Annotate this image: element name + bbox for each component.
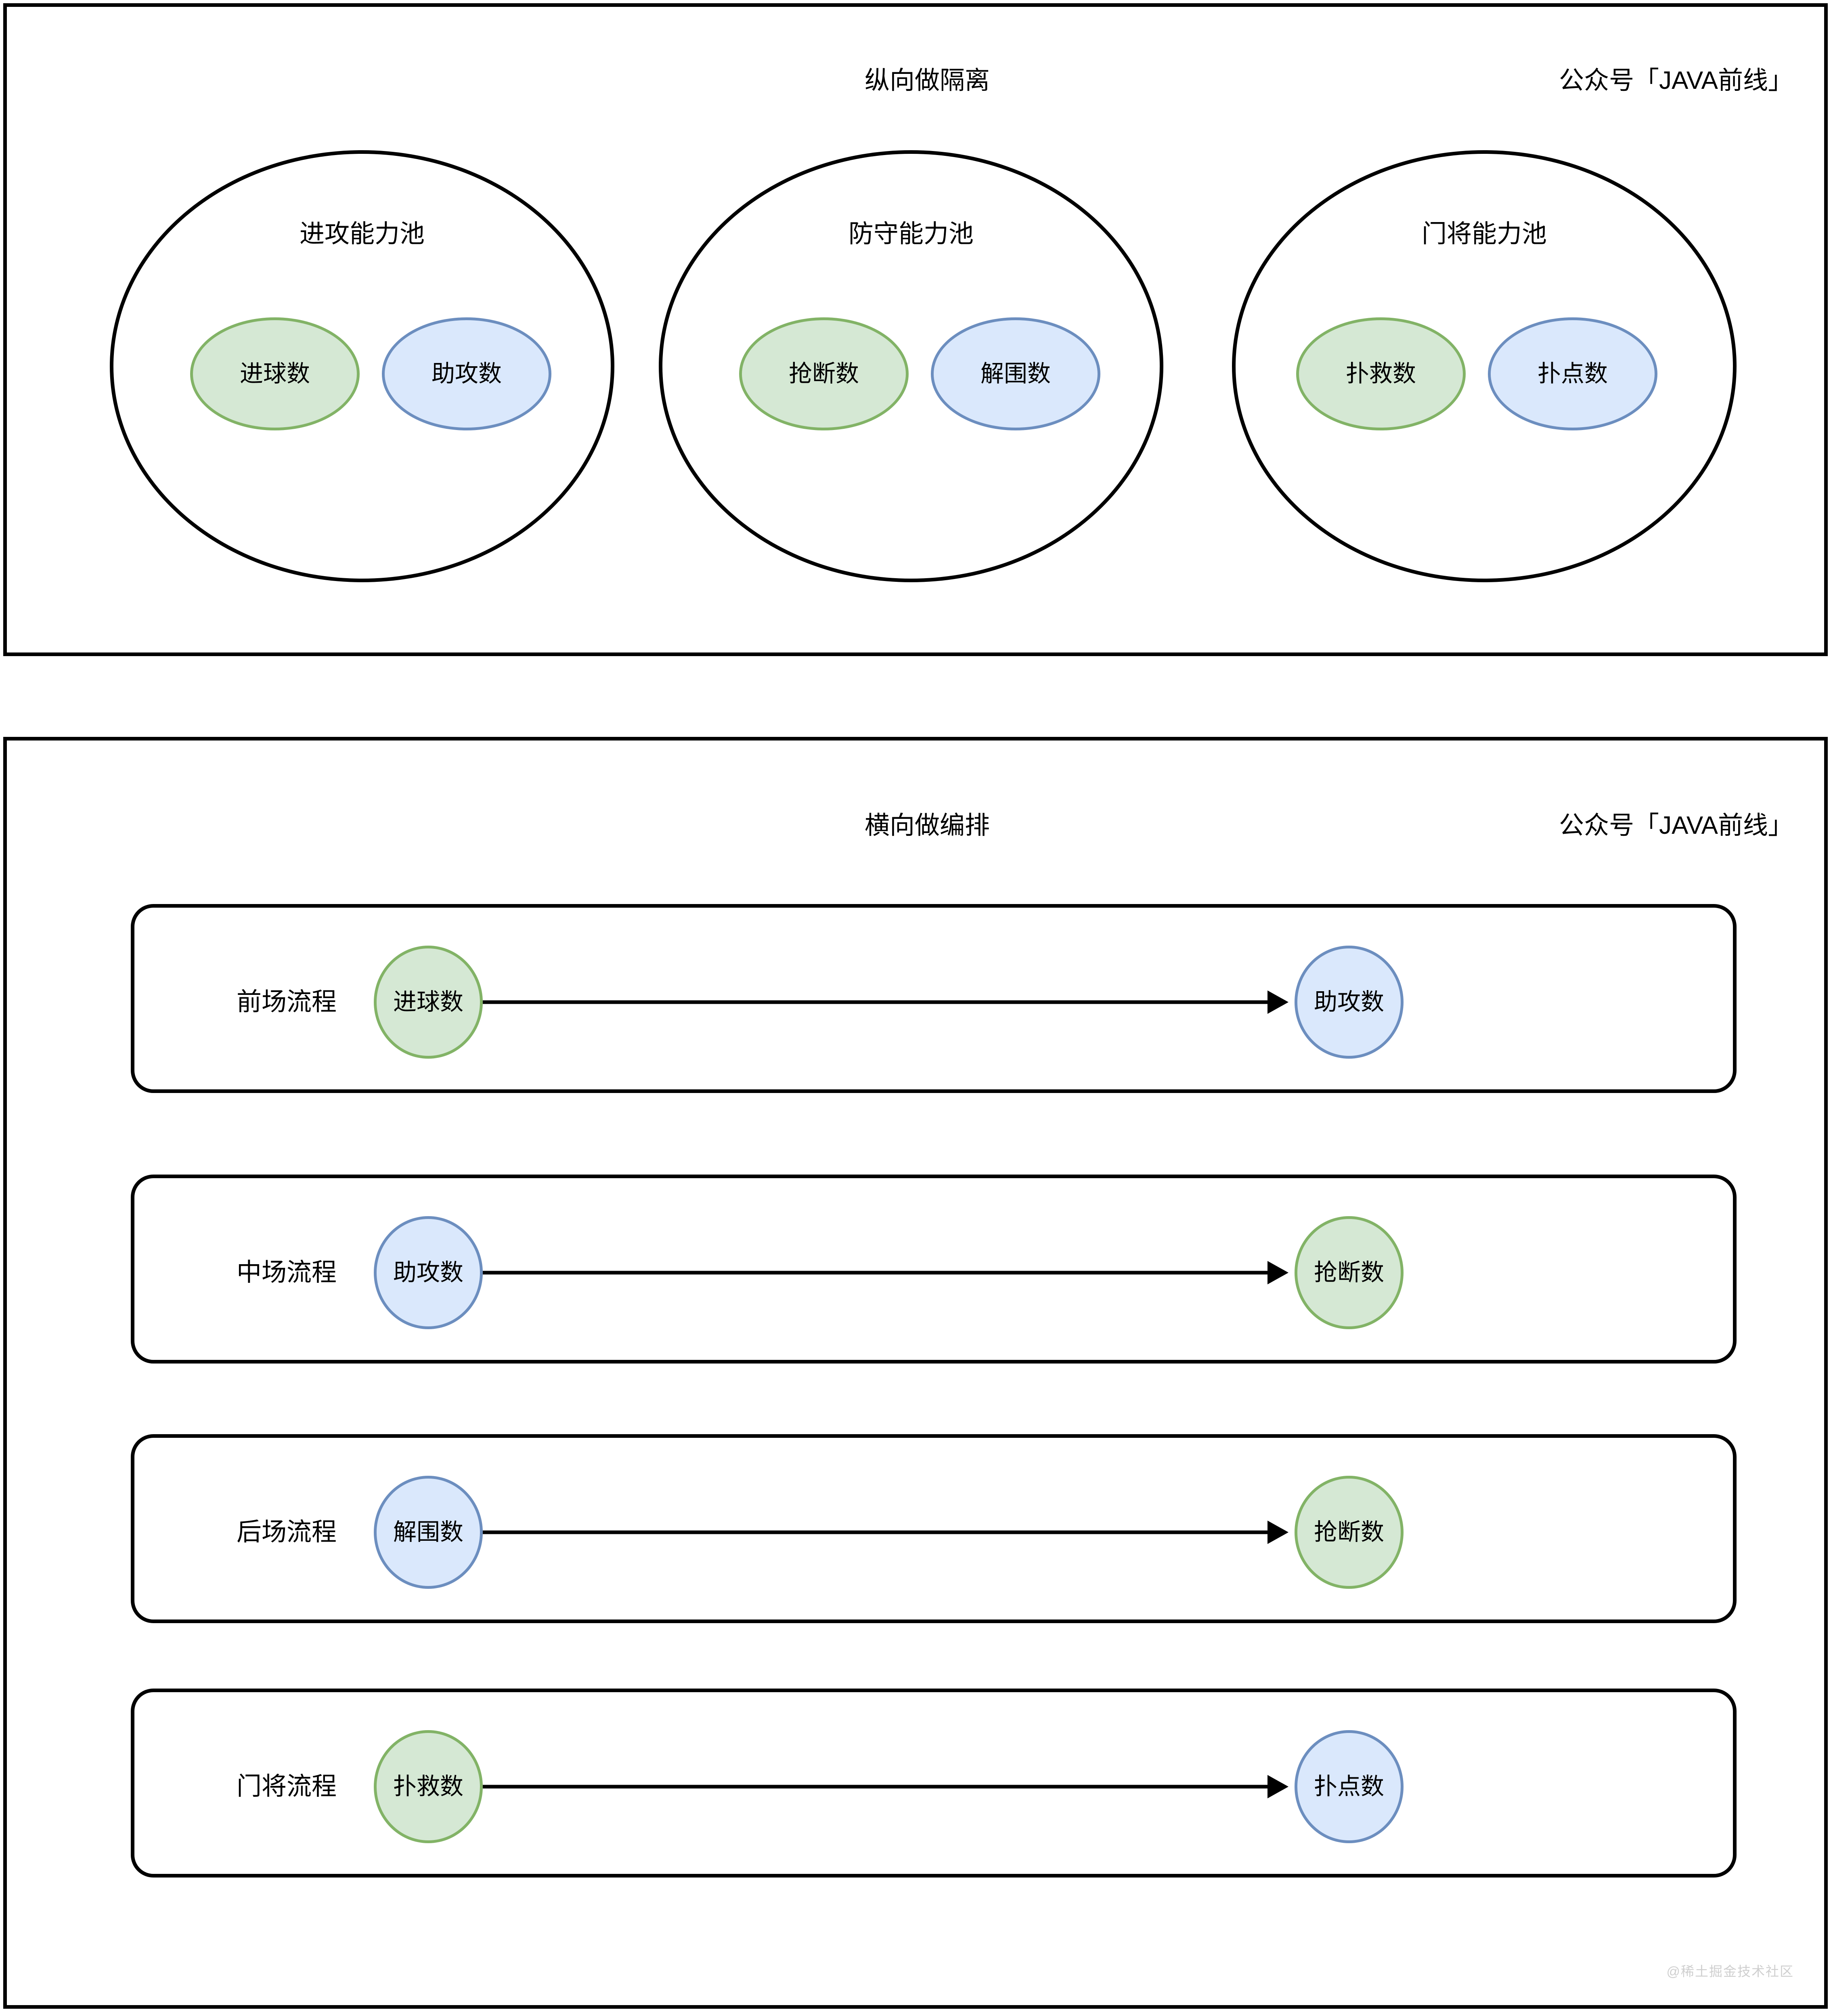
orchestration-panel-attribution: 公众号「JAVA前线」: [1559, 812, 1793, 839]
capability-pool-defense[interactable]: 防守能力池 抢断数 解围数: [659, 150, 1163, 582]
flow-label: 后场流程: [237, 1518, 337, 1546]
flow-arrow-line: [483, 1000, 1267, 1004]
flow-arrow-line: [483, 1785, 1267, 1789]
flow-arrow-head-icon: [1267, 1775, 1288, 1798]
metric-ellipse[interactable]: 助攻数: [382, 317, 551, 430]
flow-arrow-head-icon: [1267, 990, 1288, 1014]
flow-row[interactable]: 前场流程 进球数 助攻数: [131, 904, 1737, 1093]
flow-source-node[interactable]: 助攻数: [374, 1216, 483, 1329]
flow-source-node[interactable]: 解围数: [374, 1476, 483, 1589]
flow-row[interactable]: 门将流程 扑救数 扑点数: [131, 1689, 1737, 1878]
flow-label: 前场流程: [237, 988, 337, 1016]
watermark: @稀土掘金技术社区: [1666, 1964, 1794, 1979]
flow-row[interactable]: 后场流程 解围数 抢断数: [131, 1434, 1737, 1623]
flow-target-node[interactable]: 扑点数: [1295, 1730, 1404, 1843]
flow-source-node[interactable]: 进球数: [374, 946, 483, 1059]
isolation-panel-title: 纵向做隔离: [864, 67, 990, 94]
flow-source-node[interactable]: 扑救数: [374, 1730, 483, 1843]
flow-arrow-line: [483, 1271, 1267, 1275]
pool-title: 进攻能力池: [299, 220, 425, 248]
flow-target-node[interactable]: 抢断数: [1295, 1476, 1404, 1589]
orchestration-panel: 横向做编排 公众号「JAVA前线」 前场流程 进球数 助攻数 中场流程 助攻数 …: [3, 737, 1828, 2009]
flow-label: 中场流程: [237, 1259, 337, 1286]
flow-row[interactable]: 中场流程 助攻数 抢断数: [131, 1175, 1737, 1364]
pool-title: 门将能力池: [1421, 220, 1547, 248]
isolation-panel: 纵向做隔离 公众号「JAVA前线」 进攻能力池 进球数 助攻数 防守能力池 抢断…: [3, 3, 1828, 656]
metric-ellipse[interactable]: 解围数: [931, 317, 1100, 430]
flow-target-node[interactable]: 抢断数: [1295, 1216, 1404, 1329]
pool-title: 防守能力池: [848, 220, 974, 248]
capability-pool-goalkeeper[interactable]: 门将能力池 扑救数 扑点数: [1232, 150, 1737, 582]
capability-pool-attack[interactable]: 进攻能力池 进球数 助攻数: [110, 150, 614, 582]
flow-label: 门将流程: [237, 1773, 337, 1800]
flow-target-node[interactable]: 助攻数: [1295, 946, 1404, 1059]
flow-arrow-head-icon: [1267, 1261, 1288, 1284]
isolation-panel-attribution: 公众号「JAVA前线」: [1559, 67, 1793, 94]
orchestration-panel-title: 横向做编排: [864, 812, 990, 839]
flow-arrow-line: [483, 1530, 1267, 1534]
flow-arrow-head-icon: [1267, 1521, 1288, 1544]
metric-ellipse[interactable]: 进球数: [190, 317, 360, 430]
metric-ellipse[interactable]: 抢断数: [739, 317, 909, 430]
metric-ellipse[interactable]: 扑救数: [1296, 317, 1466, 430]
metric-ellipse[interactable]: 扑点数: [1488, 317, 1657, 430]
